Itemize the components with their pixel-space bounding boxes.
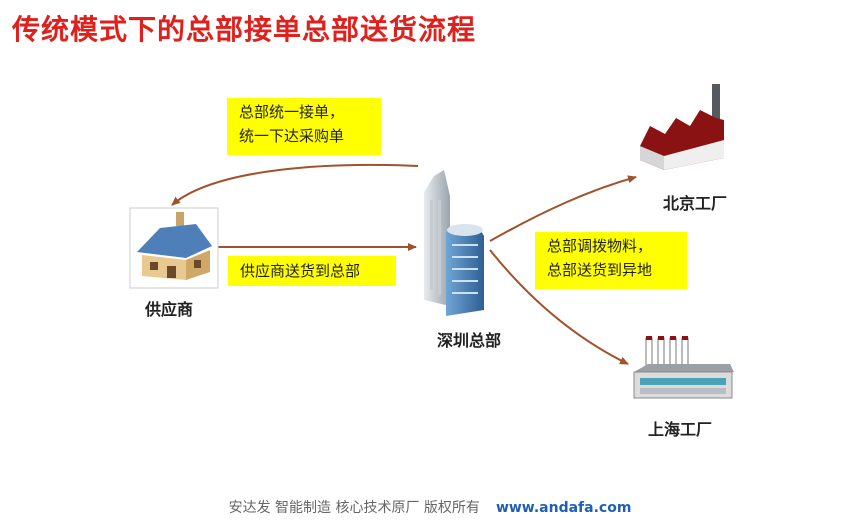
house-icon	[129, 207, 219, 289]
footer-url[interactable]: www.andafa.com	[495, 500, 632, 516]
note-line: 总部调拨物料，	[547, 237, 653, 255]
note-line: 供应商送货到总部	[240, 262, 361, 280]
note-supplier-delivery: 供应商送货到总部	[228, 256, 396, 286]
office-building-icon	[424, 170, 484, 316]
factory-icon-shanghai	[633, 336, 734, 399]
note-hq-dispatch: 总部调拨物料， 总部送货到异地	[535, 232, 687, 289]
footer: 安达发 智能制造 核心技术原厂 版权所有 www.andafa.com	[0, 497, 860, 517]
note-line: 总部统一接单，	[239, 103, 345, 121]
arrow-hq-to-supplier	[171, 163, 419, 206]
node-label-shanghai: 上海工厂	[648, 420, 713, 439]
note-line: 统一下达采购单	[239, 127, 345, 145]
factory-icon-beijing	[640, 84, 724, 170]
footer-text: 安达发 智能制造 核心技术原厂 版权所有	[228, 500, 480, 516]
arrow-hq-to-beijing	[489, 175, 637, 242]
node-label-beijing: 北京工厂	[663, 194, 728, 213]
node-label-hq: 深圳总部	[437, 331, 502, 350]
node-label-supplier: 供应商	[145, 300, 194, 319]
arrow-hq-to-shanghai	[489, 249, 629, 365]
note-hq-order: 总部统一接单， 统一下达采购单	[227, 98, 381, 155]
page-title: 传统模式下的总部接单总部送货流程	[12, 13, 477, 46]
note-line: 总部送货到异地	[547, 261, 653, 279]
